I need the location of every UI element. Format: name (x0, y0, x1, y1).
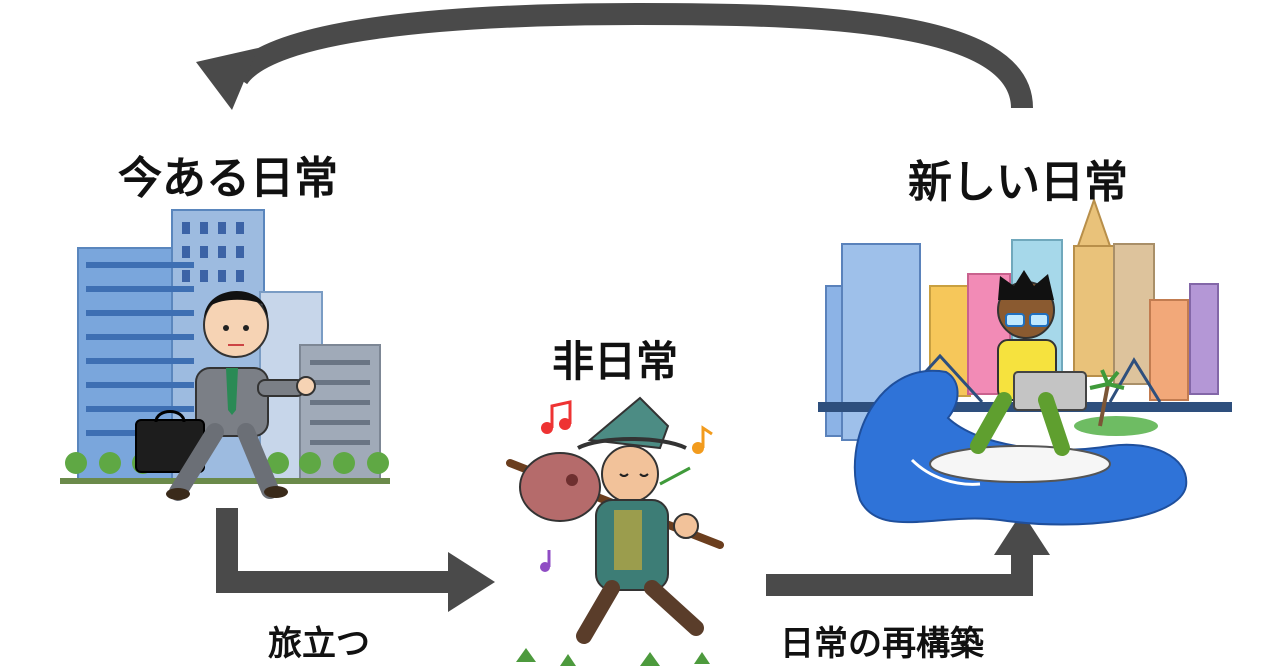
arrow-return (196, 2, 1033, 110)
music-note-icon (541, 400, 572, 434)
surfer-figure (970, 270, 1087, 456)
scene-current-routine-illustration (60, 209, 390, 501)
label-rebuild-routine: 日常の再構築 (780, 624, 984, 664)
music-note-icon (540, 550, 551, 572)
arrow-set-out (216, 508, 495, 612)
music-note-icon (692, 425, 713, 454)
scene-non-routine-illustration (506, 396, 724, 666)
scene-new-routine-illustration (818, 196, 1232, 526)
label-set-out: 旅立つ (268, 624, 370, 664)
label-non-routine: 非日常 (552, 337, 679, 386)
arrow-rebuild (766, 512, 1050, 596)
label-current-routine: 今ある日常 (118, 153, 338, 204)
businessman-figure (135, 291, 316, 501)
label-new-routine: 新しい日常 (908, 157, 1128, 208)
